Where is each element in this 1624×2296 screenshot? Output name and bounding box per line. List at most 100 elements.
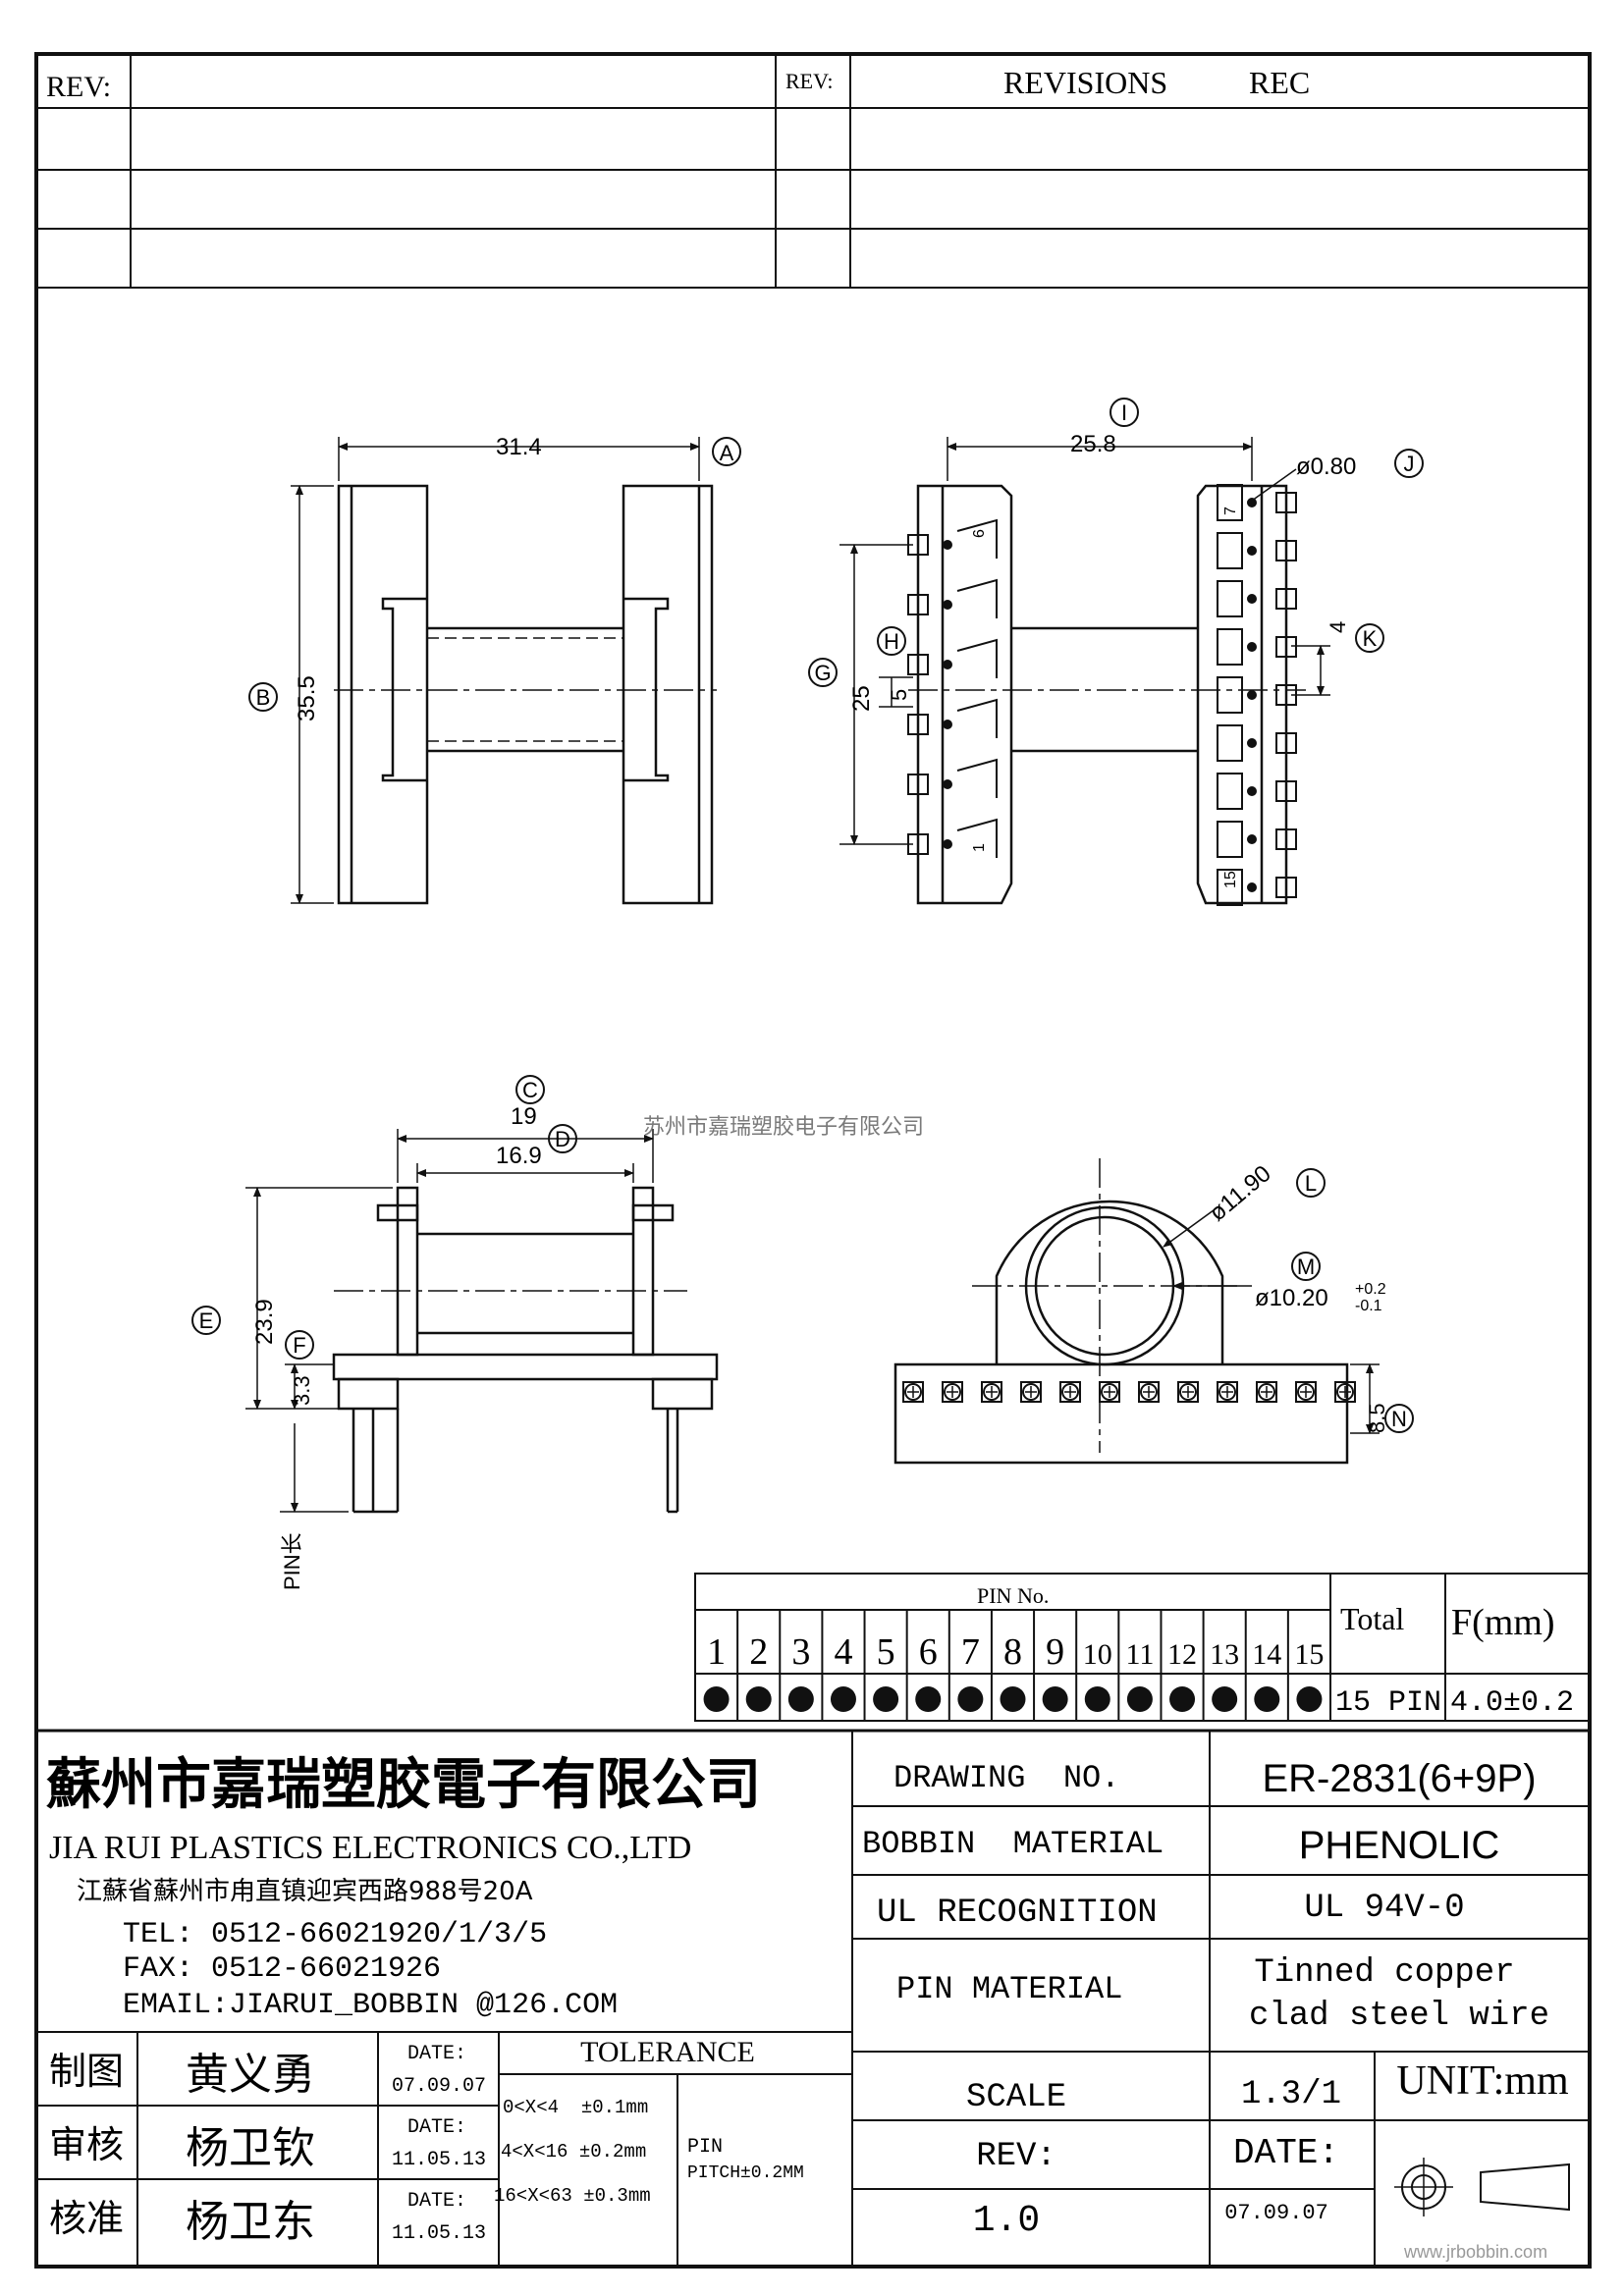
comb-slot: [1217, 1381, 1238, 1403]
dim-side-pitch-left: 5: [887, 689, 911, 701]
dim-side-hole: ø0.80: [1296, 454, 1356, 480]
callout-l: L: [1305, 1171, 1317, 1196]
pin-dot: [1126, 1686, 1153, 1712]
revision-table: [36, 54, 1590, 289]
comb-slot: [1334, 1381, 1356, 1403]
pin-dot: [745, 1686, 772, 1712]
rev-value: 1.0: [973, 2200, 1040, 2242]
date-approve: 11.05.13: [392, 2222, 486, 2245]
pin-number: 11: [1125, 1638, 1154, 1671]
side-pin-right: [1217, 724, 1297, 762]
dim-side-span-left: 25: [848, 685, 875, 712]
pin-dot: [1296, 1686, 1323, 1712]
section-view: [191, 1075, 719, 1514]
pin-number: 14: [1252, 1638, 1281, 1671]
side-pin-right: [1217, 532, 1297, 569]
pin-dot: [703, 1686, 730, 1712]
comb-slot: [1256, 1381, 1277, 1403]
dim-section-outer: 19: [511, 1103, 537, 1130]
name-draw: 黄义勇: [186, 2050, 315, 2100]
company-name-cn: 蘇州市嘉瑞塑胶電子有限公司: [46, 1753, 761, 1817]
pin-material-value-1: Tinned copper: [1254, 1954, 1514, 1992]
dim-bottom-inner-dia: ø10.20: [1255, 1285, 1328, 1311]
date-label-draw: DATE:: [407, 2043, 466, 2065]
rev-label: REV:: [976, 2138, 1056, 2175]
callout-f: F: [293, 1333, 305, 1358]
scale-label: SCALE: [966, 2079, 1066, 2116]
pin-material-label: PIN MATERIAL: [896, 1971, 1122, 2007]
pin-dot: [915, 1686, 942, 1712]
pin-number: 13: [1210, 1638, 1239, 1671]
pin-number: 12: [1167, 1638, 1197, 1671]
revisions-header: REVISIONS: [1003, 65, 1167, 100]
date-draw: 07.09.07: [392, 2075, 486, 2098]
pin-number: 4: [834, 1631, 852, 1673]
bottom-view-pins: [902, 1381, 1356, 1403]
company-email: EMAIL:JIARUI_BOBBIN @126.COM: [123, 1989, 618, 2022]
comb-slot: [1138, 1381, 1160, 1403]
callout-c: C: [522, 1078, 538, 1102]
drawing-no-label: DRAWING NO.: [893, 1760, 1119, 1796]
side-pin-left: [907, 698, 998, 738]
dim-front-width: 31.4: [496, 434, 542, 460]
comb-slot: [981, 1381, 1002, 1403]
side-view: [808, 398, 1424, 905]
role-review: 审核: [49, 2123, 124, 2166]
dim-section-base: 3.3: [290, 1375, 314, 1406]
tolerance-pin-pitch: PITCH±0.2MM: [687, 2163, 804, 2183]
callout-j: J: [1404, 452, 1415, 476]
side-pin-left: [907, 578, 998, 618]
pin-number: 7: [961, 1631, 980, 1673]
callout-a: A: [720, 441, 734, 465]
side-pin-right: [1217, 821, 1297, 858]
bobbin-material-value: PHENOLIC: [1299, 1824, 1500, 1867]
ul-value: UL 94V-0: [1304, 1890, 1464, 1927]
pin-length-label: PIN长: [280, 1532, 304, 1590]
date-value: 07.09.07: [1224, 2201, 1328, 2225]
pin-number: 3: [791, 1631, 810, 1673]
side-pin-left: [907, 818, 998, 858]
rec-header: REC: [1249, 65, 1310, 100]
side-pin-right: [1217, 628, 1297, 666]
ul-label: UL RECOGNITION: [877, 1895, 1158, 1932]
callout-n: N: [1391, 1407, 1407, 1431]
side-pin-left: [907, 518, 998, 559]
unit-label: UNIT:mm: [1396, 2058, 1569, 2104]
side-pin-right: [1217, 869, 1297, 906]
pin-number: 10: [1083, 1638, 1112, 1671]
name-review: 杨卫钦: [186, 2123, 315, 2173]
pin-label-7: 7: [1222, 507, 1239, 515]
pin-number: 6: [919, 1631, 938, 1673]
pin-dot: [1042, 1686, 1068, 1712]
callout-b: B: [256, 685, 271, 710]
side-pin-left: [907, 758, 998, 798]
date-label: DATE:: [1233, 2133, 1339, 2173]
pin-dot: [830, 1686, 856, 1712]
comb-slot: [1059, 1381, 1081, 1403]
date-label-approve: DATE:: [407, 2190, 466, 2213]
side-pin-left: [907, 638, 998, 678]
callout-k: K: [1363, 626, 1378, 651]
rev-header-2: REV:: [785, 69, 833, 93]
pin-label-6: 6: [971, 529, 988, 538]
pin-dot: [873, 1686, 899, 1712]
callout-g: G: [814, 661, 831, 685]
comb-slot: [1177, 1381, 1199, 1403]
pin-number: 2: [749, 1631, 768, 1673]
pin-label-1: 1: [971, 843, 988, 852]
callout-e: E: [199, 1308, 214, 1333]
pin-dot: [1084, 1686, 1110, 1712]
pin-number: 8: [1003, 1631, 1022, 1673]
dim-bottom-inner-tol-minus: -0.1: [1355, 1298, 1382, 1314]
dim-front-height: 35.5: [294, 675, 320, 721]
front-view: [248, 437, 741, 905]
callout-h: H: [884, 629, 899, 654]
bobbin-material-label: BOBBIN MATERIAL: [862, 1826, 1164, 1862]
dim-bottom-height: 8.5: [1365, 1403, 1389, 1433]
pin-number: 5: [877, 1631, 895, 1673]
comb-slot: [1295, 1381, 1317, 1403]
comb-slot: [942, 1381, 963, 1403]
dim-section-inner: 16.9: [496, 1143, 542, 1169]
f-value: 4.0±0.2: [1450, 1686, 1574, 1720]
